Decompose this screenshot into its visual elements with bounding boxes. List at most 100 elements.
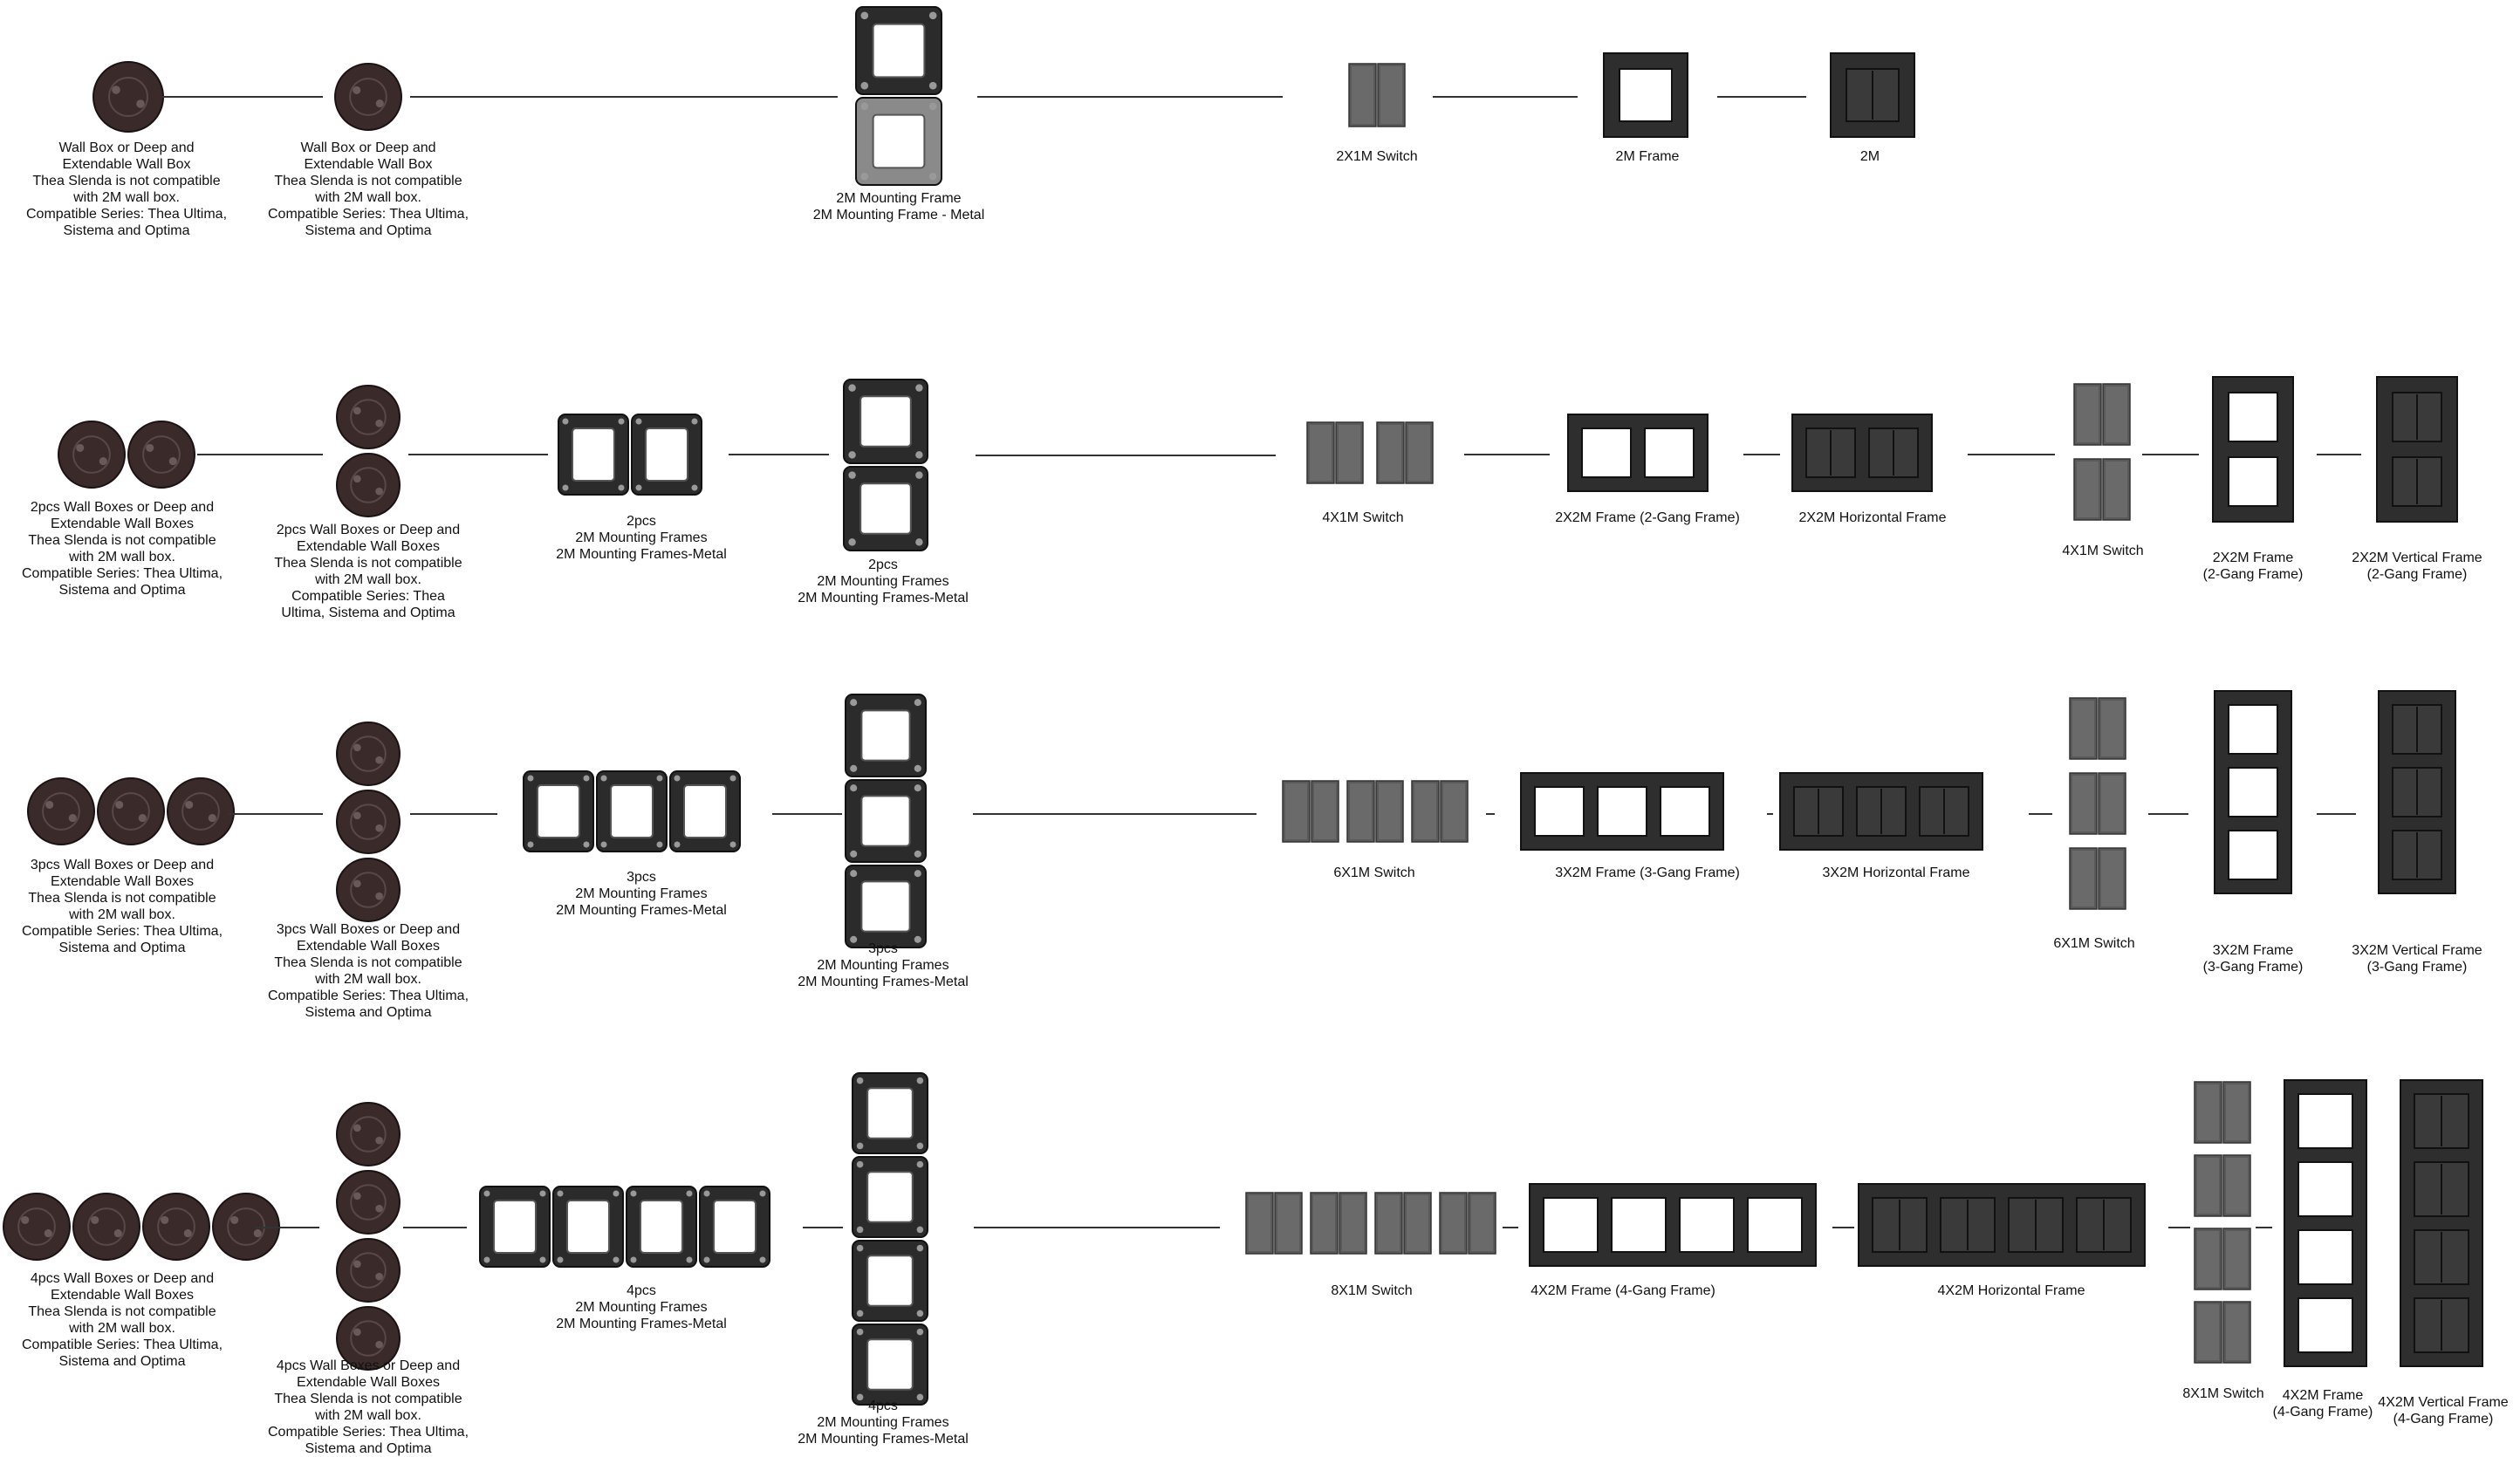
connector-line (1503, 1227, 1518, 1228)
connector-line (255, 1227, 319, 1228)
label-line: Compatible Series: Thea Ultima, (22, 565, 223, 582)
label-line: 4X1M Switch (2062, 543, 2143, 559)
label-line: 2pcs (556, 513, 727, 530)
label-line: Extendable Wall Box (26, 156, 227, 173)
label-line: Sistema and Optima (268, 1004, 469, 1021)
item-label: 3X2M Frame (3-Gang Frame) (1555, 865, 1740, 881)
label-line: Sistema and Optima (22, 1353, 223, 1370)
horizontal-frame (1780, 773, 1982, 850)
wall-box-group (57, 420, 196, 489)
label-line: with 2M wall box. (22, 549, 223, 565)
connector-line (977, 96, 1283, 98)
label-line: Extendable Wall Boxes (22, 516, 223, 532)
connector-line (2317, 813, 2356, 815)
connector-line (973, 813, 1257, 815)
mounting-frame-stack (846, 694, 926, 951)
connector-line (974, 1227, 1220, 1228)
connector-line (197, 454, 323, 455)
connector-line (1968, 454, 2055, 455)
switch-stack (2074, 384, 2132, 520)
label-line: 8X1M Switch (1331, 1283, 1412, 1299)
connector-line (1433, 96, 1578, 98)
gang-frame-vertical (2284, 1080, 2366, 1366)
label-line: 3X2M Frame (2203, 942, 2304, 959)
label-line: (4-Gang Frame) (2378, 1411, 2508, 1427)
gang-frame (1530, 1184, 1816, 1266)
label-line: 2X1M Switch (1336, 148, 1417, 165)
connector-line (2317, 454, 2361, 455)
item-label: 4X2M Horizontal Frame (1938, 1283, 2085, 1299)
connector-line (2148, 813, 2188, 815)
switch-group (1246, 1193, 1497, 1254)
connector-line (2142, 454, 2199, 455)
label-line: with 2M wall box. (22, 1320, 223, 1337)
connector-line (1464, 454, 1550, 455)
label-line: 2X2M Vertical Frame (2352, 550, 2482, 566)
item-label: 2X2M Vertical Frame(2-Gang Frame) (2352, 550, 2482, 583)
label-line: Thea Slenda is not compatible (268, 954, 469, 971)
connector-line (772, 813, 842, 815)
item-label: 8X1M Switch (1331, 1283, 1412, 1299)
label-line: 2M Mounting Frames (556, 530, 727, 546)
label-line: 3X2M Horizontal Frame (1823, 865, 1970, 881)
label-line: Sistema and Optima (26, 222, 227, 239)
label-line: (2-Gang Frame) (2352, 566, 2482, 583)
item-label: 3X2M Vertical Frame(3-Gang Frame) (2352, 942, 2482, 975)
label-line: Extendable Wall Boxes (22, 1287, 223, 1303)
label-line: Sistema and Optima (22, 940, 223, 956)
item-label: 4X2M Frame (4-Gang Frame) (1530, 1283, 1715, 1299)
switch-group (1307, 422, 1435, 483)
label-line: Extendable Wall Box (268, 156, 469, 173)
label-line: 2pcs (798, 557, 969, 573)
label-line: Thea Slenda is not compatible (22, 1303, 223, 1320)
label-line: 4X2M Vertical Frame (2378, 1394, 2508, 1411)
label-line: Sistema and Optima (268, 1440, 469, 1457)
mounting-frame-group (480, 1187, 773, 1267)
label-line: 4pcs (556, 1283, 727, 1299)
item-label: 4X1M Switch (1322, 510, 1403, 526)
label-line: 6X1M Switch (1333, 865, 1414, 881)
item-label: 2X2M Frame (2-Gang Frame) (1555, 510, 1740, 526)
item-label: 8X1M Switch (2182, 1385, 2263, 1402)
label-line: 4pcs Wall Boxes or Deep and (22, 1270, 223, 1287)
mounting-frame-stack (856, 7, 942, 188)
switch-stack (2195, 1082, 2252, 1363)
label-line: 2X2M Frame (2203, 550, 2304, 566)
label-line: Thea Slenda is not compatible (22, 890, 223, 906)
label-line: 2M Mounting Frames-Metal (556, 546, 727, 563)
label-line: Extendable Wall Boxes (22, 873, 223, 890)
mounting-frame-stack (844, 380, 928, 554)
label-line: 4X2M Frame (4-Gang Frame) (1530, 1283, 1715, 1299)
connector-line (1767, 813, 1773, 815)
label-line: Compatible Series: Thea Ultima, (26, 206, 227, 222)
label-line: Sistema and Optima (22, 582, 223, 599)
label-line: 3pcs (798, 941, 969, 957)
label-line: with 2M wall box. (26, 189, 227, 206)
vertical-frame (2379, 691, 2455, 893)
label-line: (4-Gang Frame) (2273, 1404, 2373, 1420)
label-line: 2M Mounting Frames (798, 573, 969, 590)
wall-box-group (26, 776, 236, 846)
label-line: Thea Slenda is not compatible (274, 555, 462, 571)
label-line: (2-Gang Frame) (2203, 566, 2304, 583)
label-line: Extendable Wall Boxes (268, 1374, 469, 1391)
label-line: 2M Mounting Frames-Metal (798, 974, 969, 990)
label-line: 2pcs Wall Boxes or Deep and (274, 522, 462, 538)
label-line: 3pcs Wall Boxes or Deep and (22, 857, 223, 873)
label-line: Thea Slenda is not compatible (268, 1391, 469, 1407)
label-line: 3pcs Wall Boxes or Deep and (268, 921, 469, 938)
label-line: Extendable Wall Boxes (274, 538, 462, 555)
label-line: 3X2M Frame (3-Gang Frame) (1555, 865, 1740, 881)
connector-line (803, 1227, 843, 1228)
connector-line (403, 1227, 467, 1228)
label-line: Extendable Wall Boxes (268, 938, 469, 954)
label-line: with 2M wall box. (22, 906, 223, 923)
label-line: 3X2M Vertical Frame (2352, 942, 2482, 959)
